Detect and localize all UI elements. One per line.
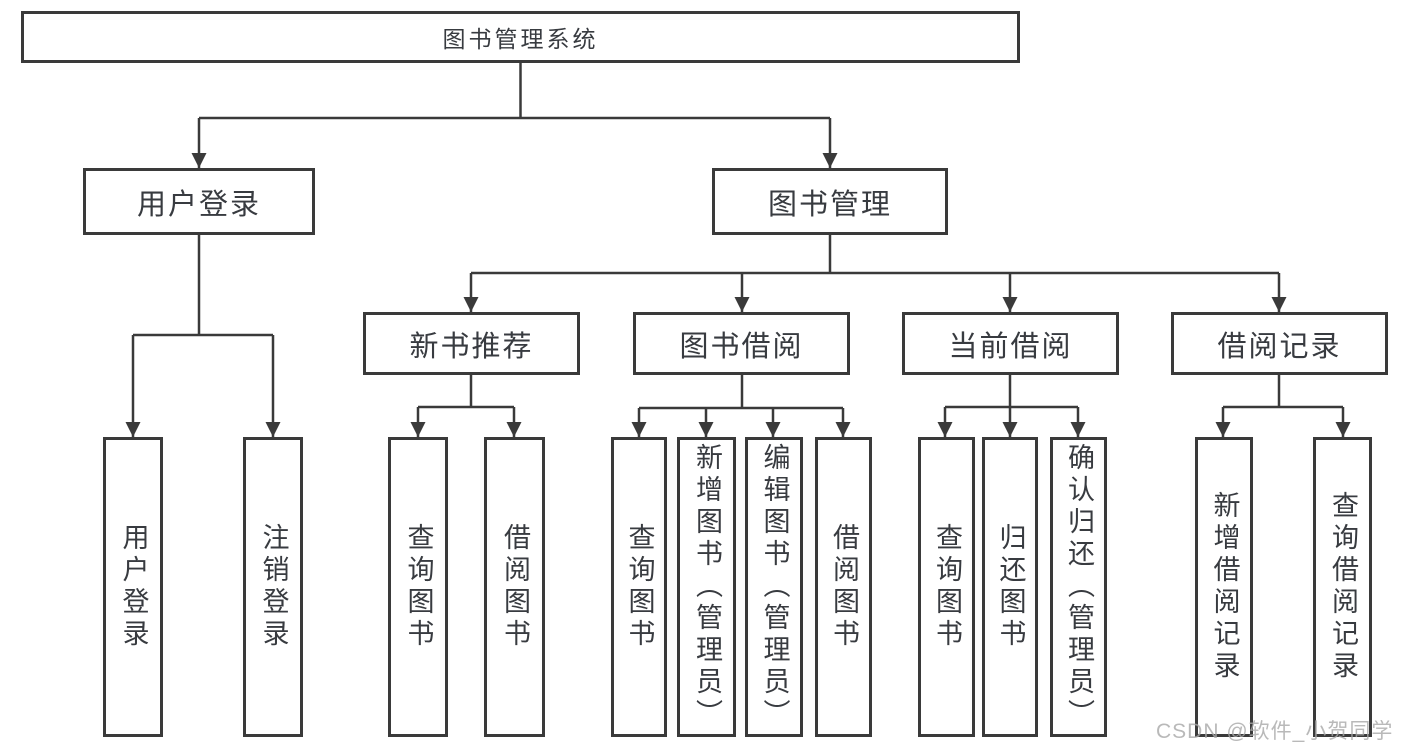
node-user-login: 用户登录 [83, 168, 315, 235]
node-current-borrowing-label: 当前借阅 [948, 330, 1073, 363]
node-book-management-label: 图书管理 [767, 188, 892, 221]
node-new-book-recommend: 新书推荐 [363, 312, 580, 375]
node-book-management: 图书管理 [712, 168, 948, 235]
leaf-logout-label: 注销登录 [258, 523, 289, 651]
node-root-library-system: 图书管理系统 [21, 11, 1020, 63]
node-current-borrowing: 当前借阅 [902, 312, 1119, 375]
leaf-add-books-admin: 新增图书（管理员） [677, 437, 736, 737]
node-root-label: 图书管理系统 [442, 26, 599, 52]
csdn-watermark: CSDN @软件_小贺同学 [1156, 720, 1394, 743]
leaf-borrow-books-borrowing-label: 借阅图书 [829, 523, 859, 651]
leaf-query-books-recommend: 查询图书 [388, 437, 448, 737]
leaf-confirm-return-admin-label: 确认归还（管理员） [1064, 443, 1094, 731]
leaf-borrow-books-recommend-label: 借阅图书 [500, 523, 530, 651]
leaf-query-books-borrowing: 查询图书 [611, 437, 667, 737]
leaf-add-borrow-record-label: 新增借阅记录 [1209, 491, 1240, 683]
leaf-return-books-label: 归还图书 [995, 523, 1026, 651]
node-book-borrowing-label: 图书借阅 [679, 330, 804, 363]
leaf-user-login-label: 用户登录 [118, 523, 149, 651]
leaf-borrow-books-recommend: 借阅图书 [484, 437, 545, 737]
leaf-edit-books-admin: 编辑图书（管理员） [745, 437, 803, 737]
leaf-return-books: 归还图书 [982, 437, 1038, 737]
leaf-query-books-recommend-label: 查询图书 [403, 523, 434, 651]
leaf-user-login: 用户登录 [103, 437, 163, 737]
leaf-borrow-books-borrowing: 借阅图书 [815, 437, 872, 737]
leaf-query-books-borrowing-label: 查询图书 [624, 523, 655, 651]
node-user-login-label: 用户登录 [136, 188, 261, 221]
leaf-add-borrow-record: 新增借阅记录 [1195, 437, 1253, 737]
leaf-edit-books-admin-label: 编辑图书（管理员） [759, 443, 790, 731]
leaf-query-borrow-record: 查询借阅记录 [1313, 437, 1372, 737]
leaf-query-books-current-label: 查询图书 [932, 523, 962, 651]
node-borrowing-records-label: 借阅记录 [1217, 330, 1342, 363]
leaf-confirm-return-admin: 确认归还（管理员） [1050, 437, 1107, 737]
leaf-logout: 注销登录 [243, 437, 303, 737]
leaf-query-books-current: 查询图书 [918, 437, 975, 737]
leaf-query-borrow-record-label: 查询借阅记录 [1328, 491, 1358, 683]
node-book-borrowing: 图书借阅 [633, 312, 850, 375]
node-borrowing-records: 借阅记录 [1171, 312, 1388, 375]
leaf-add-books-admin-label: 新增图书（管理员） [692, 443, 722, 731]
node-new-book-recommend-label: 新书推荐 [409, 330, 534, 363]
